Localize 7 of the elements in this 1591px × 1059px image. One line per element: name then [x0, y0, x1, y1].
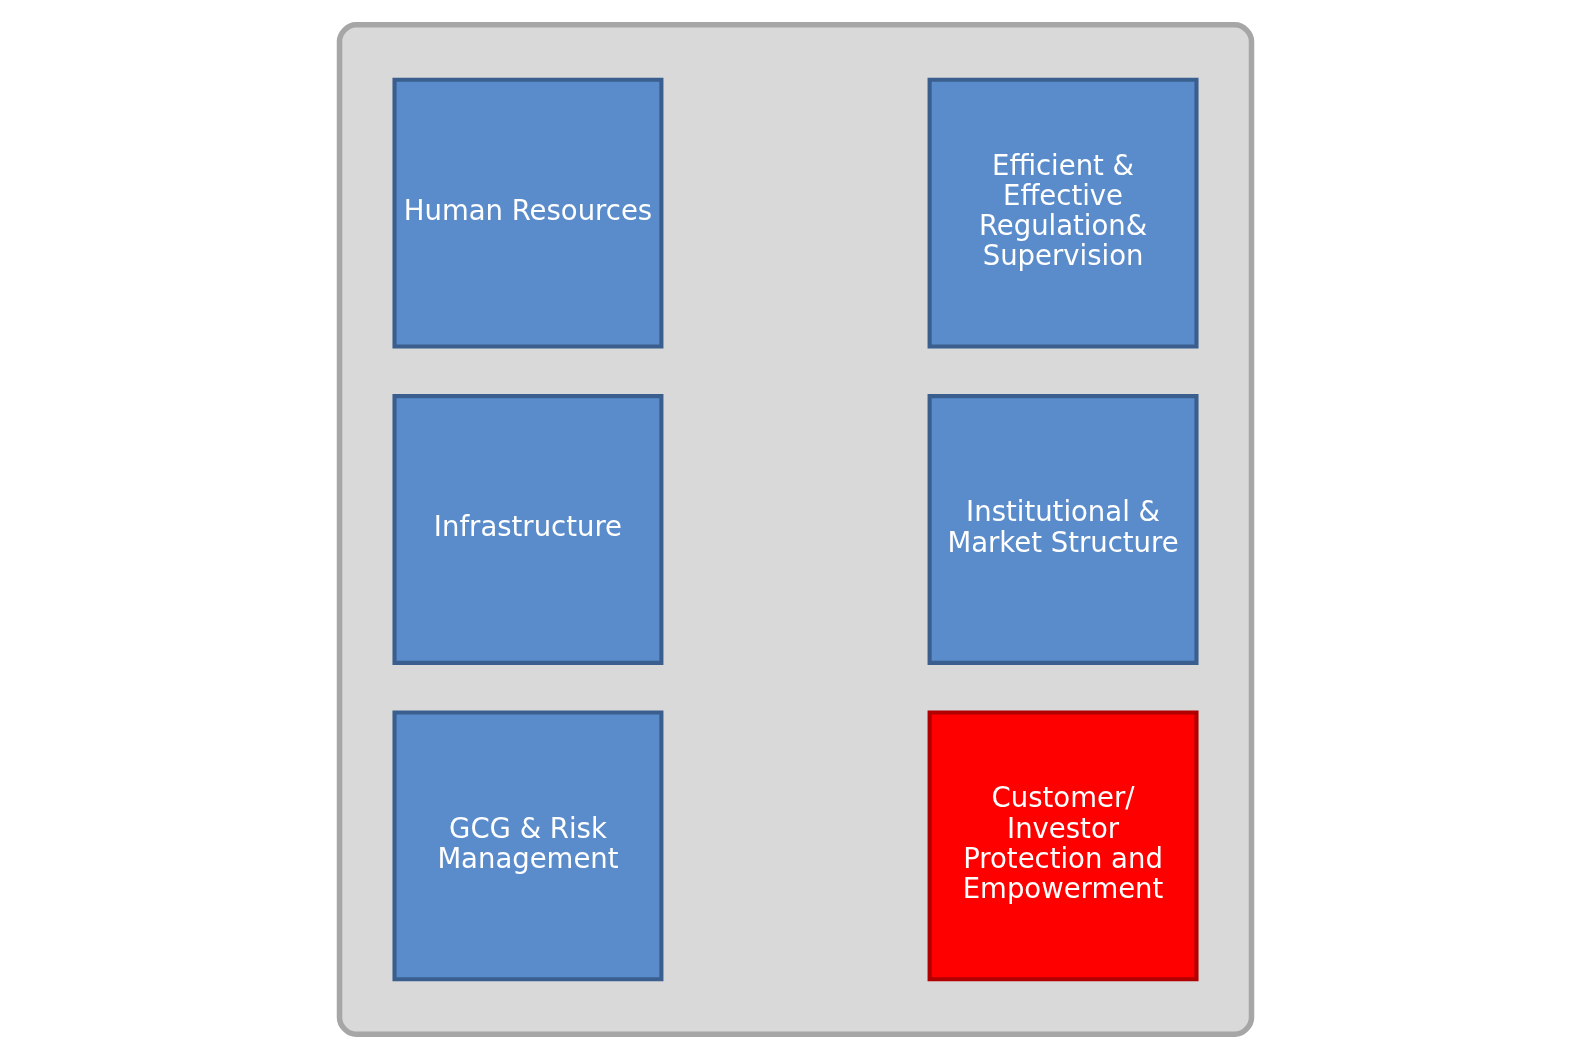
node-box: Human Resources: [392, 77, 664, 349]
cluster: [336, 21, 1255, 1038]
node-box: Infrastructure: [392, 394, 664, 665]
node-box: Efficient & Effective Regulation& Supervision: [927, 77, 1199, 349]
node-box: Institutional & Market Structure: [927, 394, 1199, 665]
node-box: Customer/ Investor Protection and Empowerment: [927, 710, 1199, 982]
node-box: GCG & Risk Management: [392, 710, 664, 982]
